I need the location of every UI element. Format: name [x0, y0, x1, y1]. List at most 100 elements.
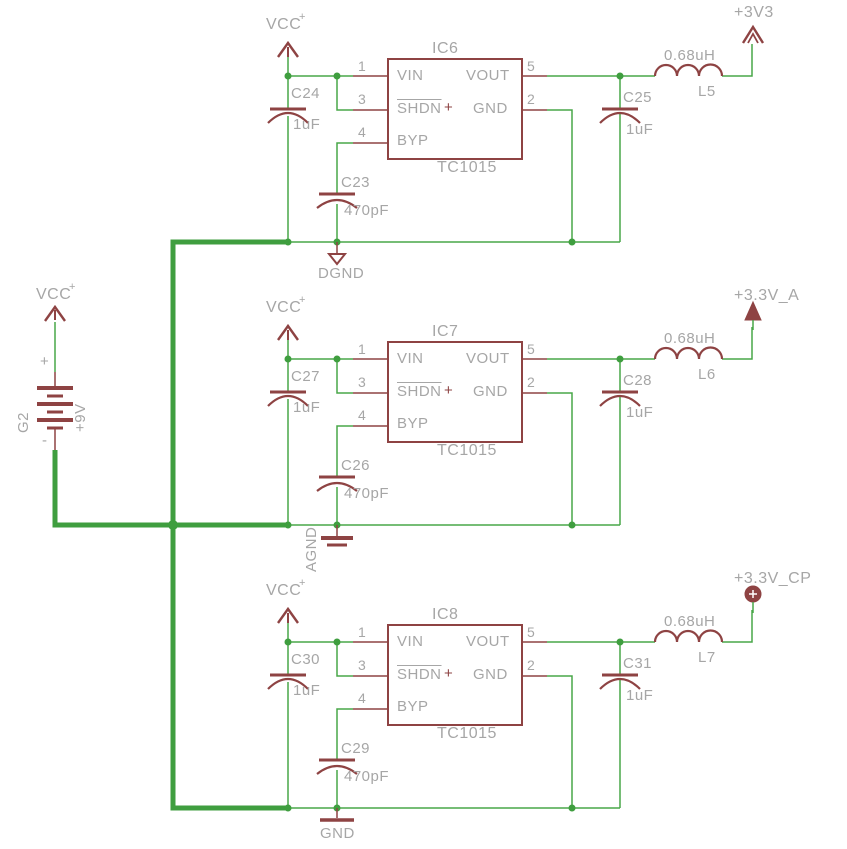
output-cap-curve[interactable] [599, 677, 641, 690]
inductor-coil[interactable] [653, 63, 724, 77]
pin-name-shdn: SHDN [397, 383, 442, 400]
output-cap-curve[interactable] [599, 394, 641, 407]
input-cap-curve[interactable] [267, 677, 309, 690]
pin-number-byp: 4 [358, 690, 367, 706]
input-cap-ref: C24 [291, 85, 321, 102]
pin-number-gnd: 2 [527, 657, 536, 673]
ic-body[interactable] [387, 624, 523, 726]
pin-number-vin: 1 [358, 58, 367, 74]
battery-g2[interactable] [37, 304, 73, 450]
pin-number-byp: 4 [358, 124, 367, 140]
inductor-value: 0.68uH [664, 330, 716, 347]
pin-number-vin: 1 [358, 624, 367, 640]
gnd-symbol[interactable] [320, 808, 354, 822]
pin-number-vout: 5 [527, 58, 536, 74]
vcc-label: VCC [266, 16, 302, 33]
pin-number-gnd: 2 [527, 91, 536, 107]
input-cap-curve[interactable] [267, 394, 309, 407]
bypass-cap-curve[interactable] [316, 764, 358, 775]
pin-name-byp: BYP [397, 698, 429, 715]
inductor-ref: L7 [698, 649, 716, 666]
battery-positive-label: + [40, 353, 50, 370]
input-cap-value: 1uF [293, 682, 321, 699]
regulator-circuit-2[interactable] [267, 323, 753, 529]
output-cap-value: 1uF [626, 121, 654, 138]
inductor-ref: L6 [698, 366, 716, 383]
ic-pin-stubs [353, 358, 547, 427]
vcc-arrow-icon [277, 40, 299, 58]
supply-3v3cp-symbol[interactable] [744, 585, 762, 614]
output-cap-ref: C25 [623, 89, 653, 106]
vcc-arrow-icon [277, 323, 299, 341]
ic-ref: IC7 [432, 323, 459, 340]
regulator-labels-3: VCC + C30 1uF C29 470pF 1 3 4 5 2 IC8 TC… [0, 566, 847, 849]
pin-number-shdn: 3 [358, 657, 367, 673]
ground-bus[interactable] [52, 239, 288, 811]
ic-body[interactable] [387, 341, 523, 443]
inductor-coil[interactable] [653, 346, 724, 360]
output-net-label: +3.3V_A [734, 287, 800, 304]
output-cap-ref: C31 [623, 655, 653, 672]
vcc-plus: + [299, 11, 306, 23]
ic-plus-mark: + [444, 665, 454, 682]
pin-name-vin: VIN [397, 67, 424, 84]
agnd-symbol[interactable] [321, 525, 353, 547]
dgnd-symbol[interactable] [326, 242, 348, 266]
pin-number-gnd: 2 [527, 374, 536, 390]
pin-name-gnd: GND [473, 666, 508, 683]
bypass-cap-value: 470pF [344, 768, 390, 785]
pin-name-byp: BYP [397, 132, 429, 149]
bypass-cap-value: 470pF [344, 485, 390, 502]
battery-supply-plus: + [69, 281, 76, 293]
ic-pin-stubs [353, 641, 547, 710]
pin-number-vout: 5 [527, 341, 536, 357]
pin-number-vin: 1 [358, 341, 367, 357]
ic-pin-stubs [353, 75, 547, 144]
gnd-label: GND [320, 825, 355, 842]
regulator-circuit-1[interactable] [267, 40, 753, 246]
vcc-arrow-icon [277, 606, 299, 624]
ic-ref: IC8 [432, 606, 459, 623]
ic-body[interactable] [387, 58, 523, 160]
supply-3v3-symbol[interactable] [741, 24, 765, 44]
battery-short-plates [47, 394, 63, 430]
pin-name-vin: VIN [397, 633, 424, 650]
dgnd-label: DGND [318, 265, 365, 282]
regulator-circuit-3[interactable] [267, 606, 753, 812]
output-cap-value: 1uF [626, 404, 654, 421]
output-cap-ref: C28 [623, 372, 653, 389]
pin-name-vout: VOUT [466, 633, 510, 650]
vcc-label: VCC [266, 299, 302, 316]
pin-name-vout: VOUT [466, 350, 510, 367]
bypass-cap-ref: C23 [341, 174, 371, 191]
bus-junction-dot [168, 520, 178, 530]
vcc-arrow-icon [44, 304, 66, 322]
bypass-cap-curve[interactable] [316, 198, 358, 209]
battery-long-plates [37, 386, 73, 422]
ic-value: TC1015 [437, 442, 497, 459]
bypass-cap-curve[interactable] [316, 481, 358, 492]
inductor-coil[interactable] [653, 629, 724, 643]
pin-number-shdn: 3 [358, 374, 367, 390]
regulator-labels-1: VCC + C24 1uF C23 470pF 1 3 4 5 2 IC6 TC… [0, 0, 847, 283]
input-cap-value: 1uF [293, 399, 321, 416]
output-cap-value: 1uF [626, 687, 654, 704]
vcc-plus: + [299, 577, 306, 589]
battery-supply-label: VCC [36, 286, 72, 303]
pin-name-shdn: SHDN [397, 666, 442, 683]
ic-plus-mark: + [444, 99, 454, 116]
pin-name-gnd: GND [473, 383, 508, 400]
pin-name-vout: VOUT [466, 67, 510, 84]
output-cap-curve[interactable] [599, 111, 641, 124]
bypass-cap-ref: C29 [341, 740, 371, 757]
input-cap-curve[interactable] [267, 111, 309, 124]
input-cap-ref: C30 [291, 651, 321, 668]
ic-value: TC1015 [437, 159, 497, 176]
input-cap-ref: C27 [291, 368, 321, 385]
regulator-labels-2: VCC + C27 1uF C26 470pF 1 3 4 5 2 IC7 TC… [0, 283, 847, 566]
inductor-value: 0.68uH [664, 613, 716, 630]
supply-3v3a-symbol[interactable] [744, 300, 762, 330]
pin-number-shdn: 3 [358, 91, 367, 107]
